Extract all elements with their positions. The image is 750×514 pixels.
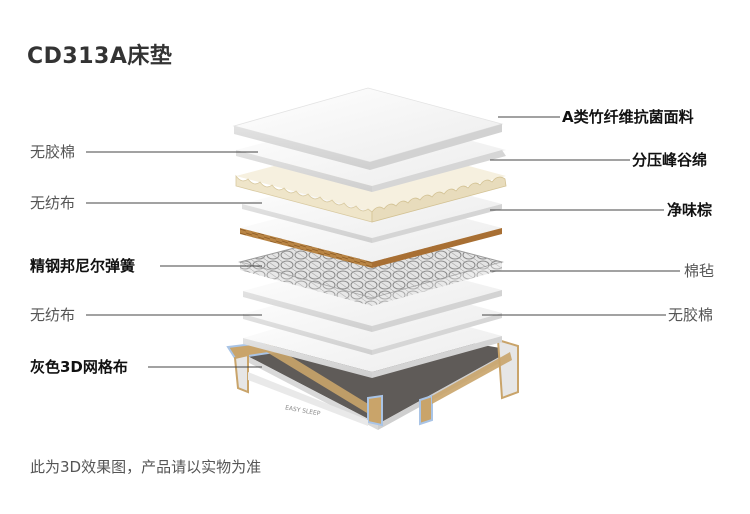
label-egg-crate-foam: 分压峰谷绵 bbox=[632, 151, 708, 169]
page-title: CD313A床垫 bbox=[27, 44, 173, 69]
label-bottom-foam: 无胶棉 bbox=[668, 306, 714, 324]
label-coir: 净味棕 bbox=[667, 201, 713, 219]
layer-bamboo-fabric bbox=[232, 87, 504, 170]
label-upper-nonwoven: 无纺布 bbox=[30, 194, 76, 212]
disclaimer-note: 此为3D效果图，产品请以实物为准 bbox=[30, 458, 262, 476]
label-springs: 精钢邦尼尔弹簧 bbox=[30, 257, 136, 275]
label-top-foam: 无胶棉 bbox=[30, 143, 76, 161]
label-lower-nonwoven: 无纺布 bbox=[30, 306, 76, 324]
brand-tag: EASY SLEEP bbox=[285, 404, 322, 417]
leader-lines bbox=[86, 116, 680, 368]
label-mesh-fabric: 灰色3D网格布 bbox=[30, 358, 128, 376]
label-bamboo-fabric: A类竹纤维抗菌面料 bbox=[562, 108, 694, 126]
label-felt: 棉毡 bbox=[684, 262, 715, 280]
